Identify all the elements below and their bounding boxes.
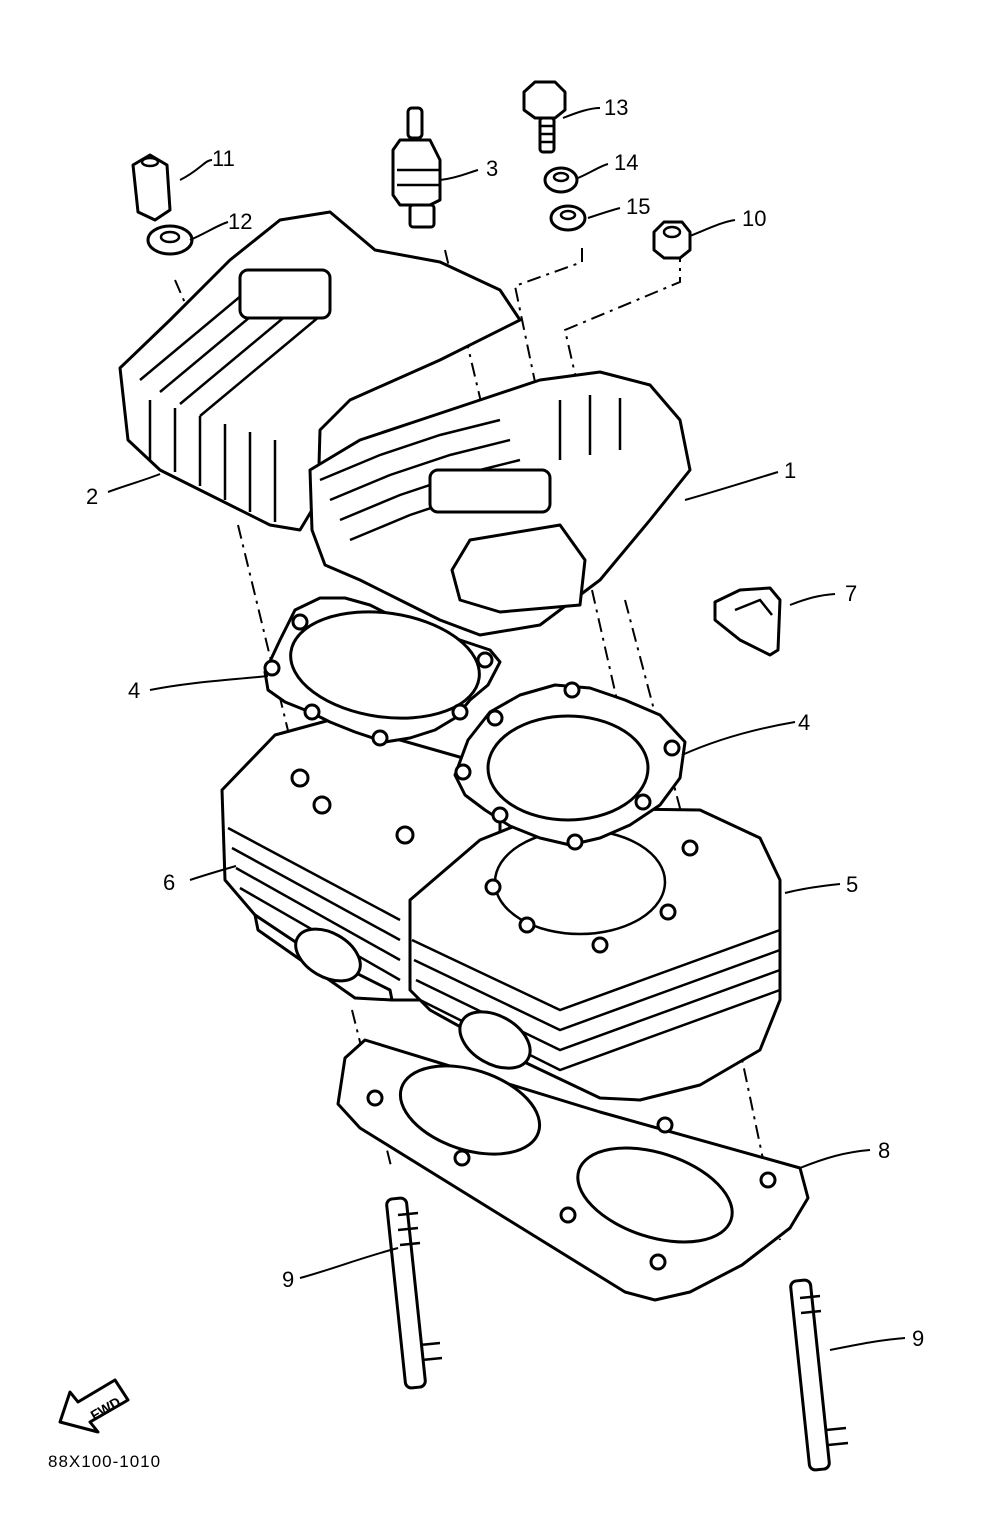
callout-6: 6 [163,870,175,895]
stud-bolt-13 [522,80,567,154]
collar-11 [131,153,172,222]
callout-3: 3 [486,156,498,181]
callout-11: 11 [212,146,235,171]
forward-arrow-icon: FWD [58,1378,130,1434]
callout-5: 5 [846,872,858,897]
callout-1: 1 [784,458,796,483]
callout-14: 14 [614,150,638,175]
callout-7: 7 [845,581,857,606]
leader-lines [107,107,906,1351]
cylinder-head-right [308,370,692,637]
washer-12 [146,224,194,256]
head-gasket-left [263,596,502,747]
washer-15 [549,204,587,232]
spark-plug [391,106,442,229]
callout-4-right: 4 [798,710,810,735]
cylinder-head-left [118,210,522,532]
cylinder-right [408,806,782,1102]
nut-10 [652,220,692,260]
stud-9-left [385,1196,443,1390]
callout-4-left: 4 [128,678,140,703]
head-gasket-right [453,681,687,851]
callout-15: 15 [626,194,650,219]
callout-2: 2 [86,484,98,509]
stud-9-right [789,1278,849,1472]
callout-8: 8 [878,1138,890,1163]
callout-numbers: 1 2 3 4 4 5 6 7 8 9 9 10 11 12 13 14 15 [86,95,924,1351]
callout-12: 12 [228,209,252,234]
callout-13: 13 [604,95,628,120]
callout-9-right: 9 [912,1326,924,1351]
washer-14 [543,166,579,194]
drawing-code: 88X100-1010 [48,1452,162,1471]
callout-10: 10 [742,206,766,231]
rubber-bracket [713,586,782,657]
base-gasket [336,1038,810,1302]
callout-9-left: 9 [282,1267,294,1292]
